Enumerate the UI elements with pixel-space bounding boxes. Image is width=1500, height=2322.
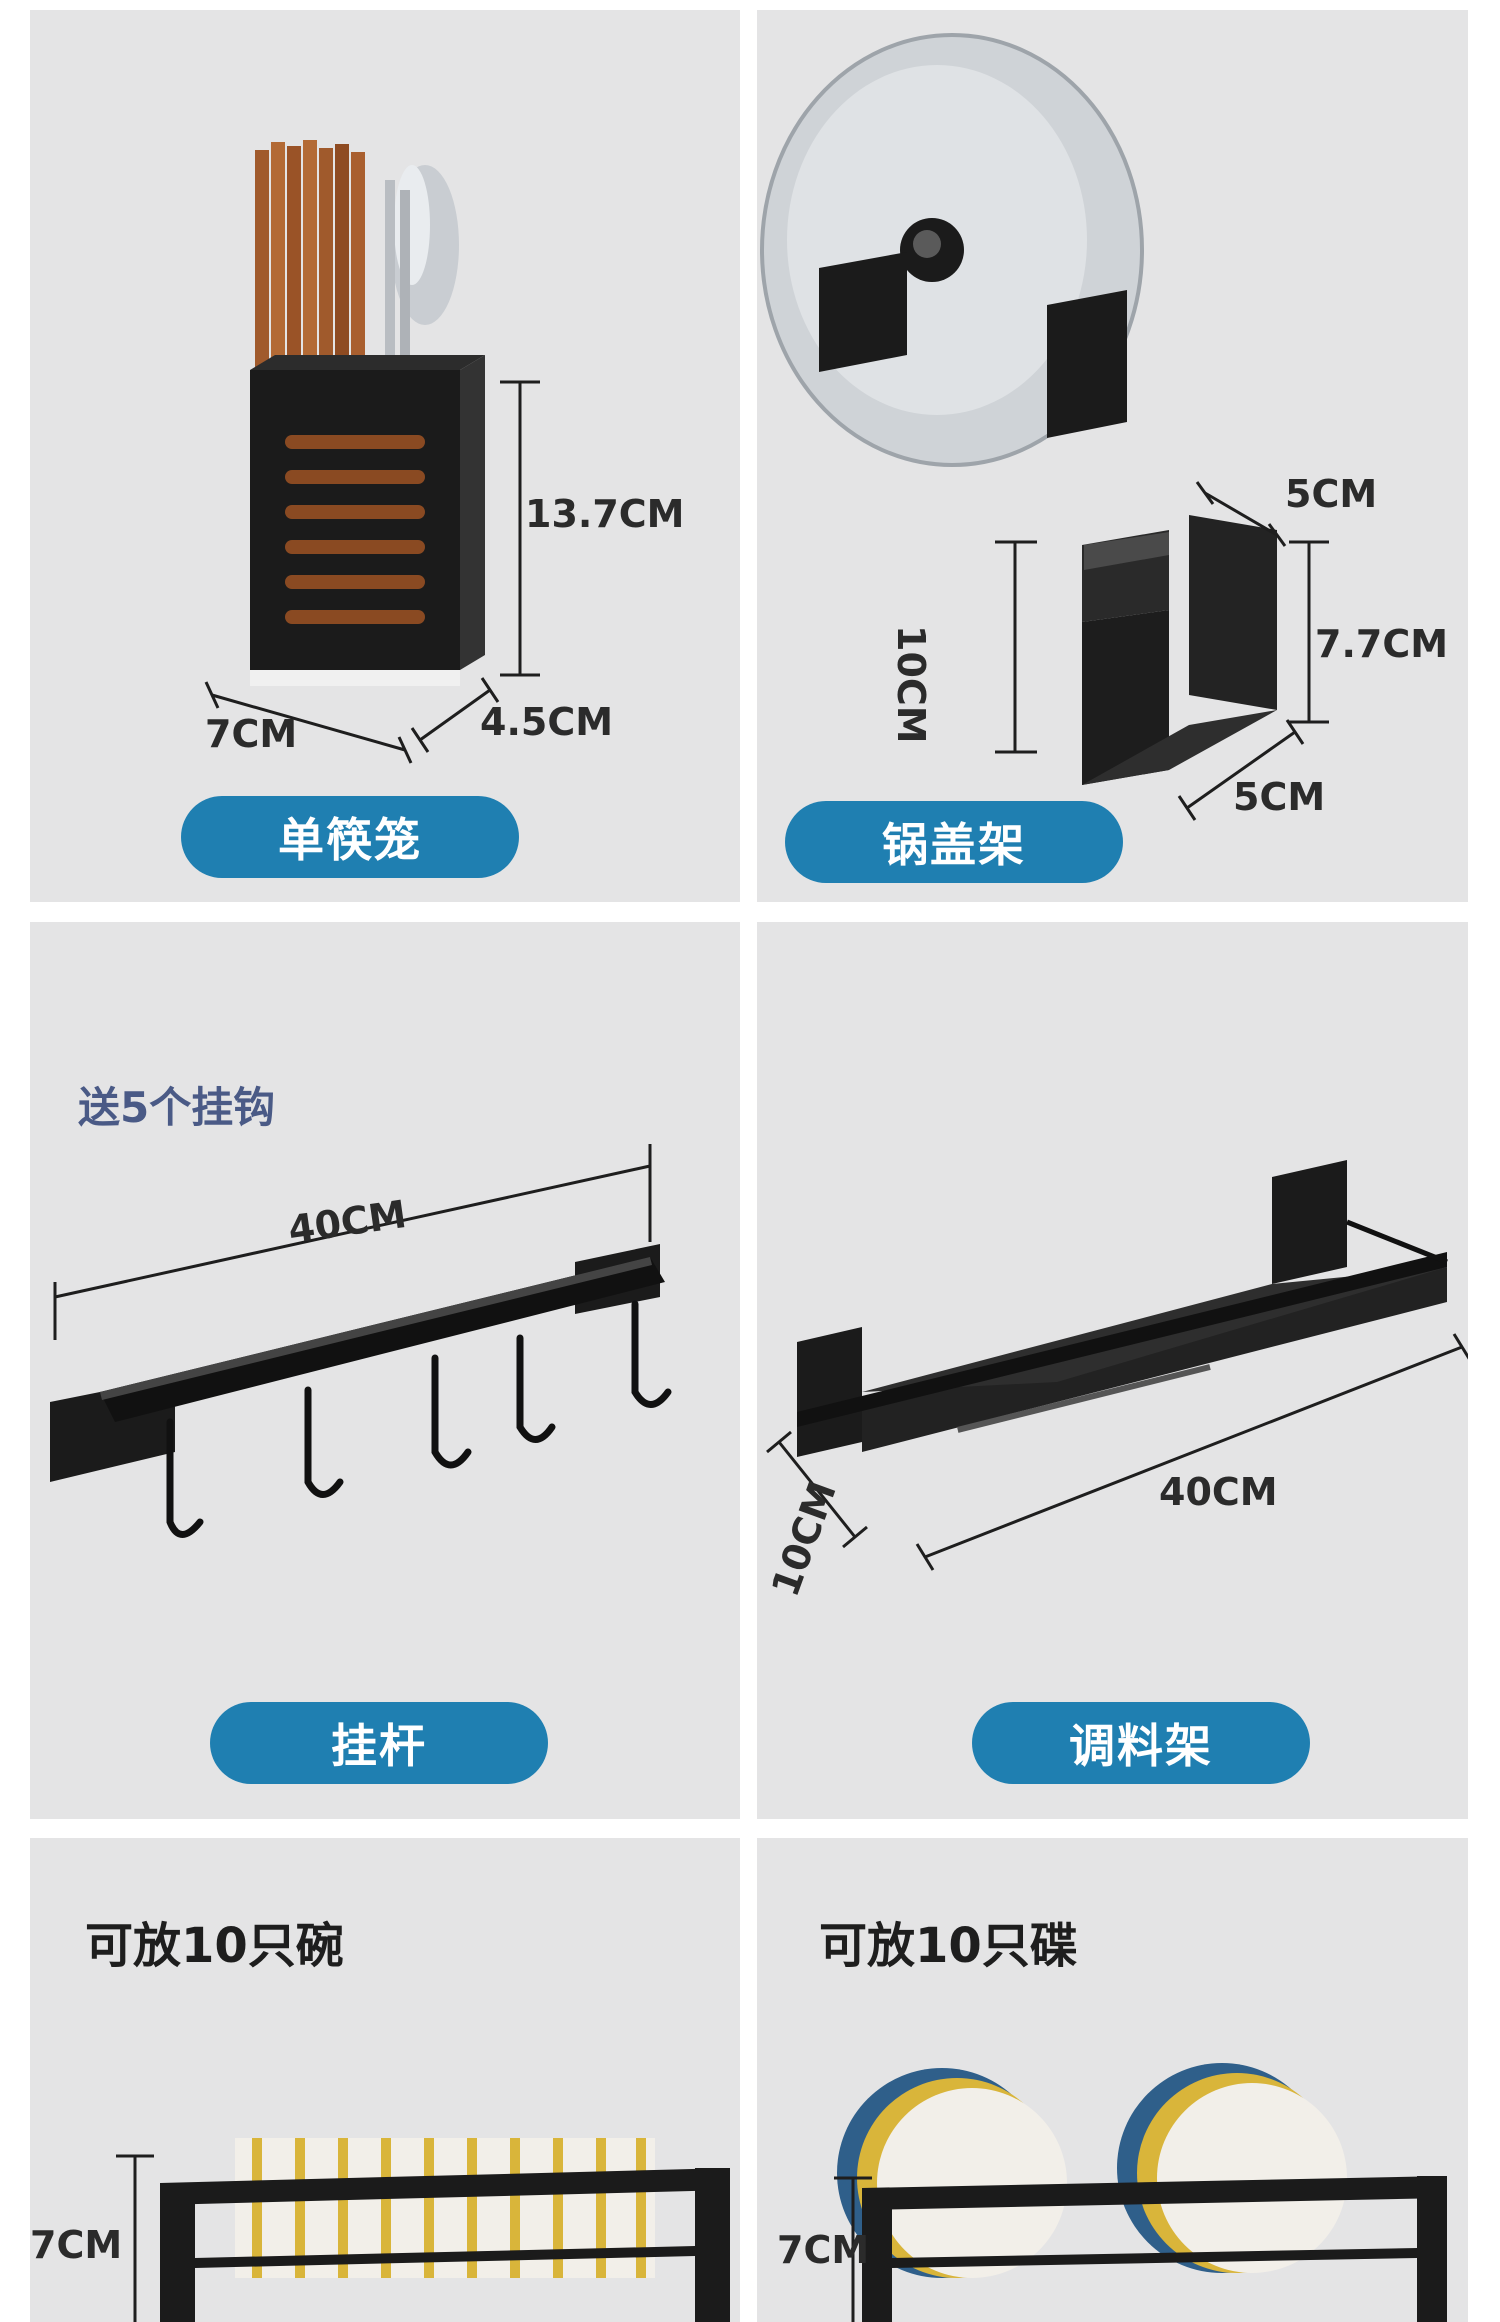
- right-height-dimension-label: 7.7CM: [1315, 622, 1449, 666]
- capacity-note: 可放10只碗: [85, 1918, 344, 1974]
- product-panel-spice-rack: 10CM 40CM 调料架: [757, 922, 1468, 1819]
- bowl-rack-frame-graphic: [160, 2168, 730, 2322]
- spice-rack-graphic: [797, 1160, 1448, 1457]
- dimension-lines: [834, 2176, 872, 2322]
- chopsticks-graphic: [255, 140, 365, 400]
- rod-graphic: [50, 1244, 665, 1482]
- height-dimension-label: 13.7CM: [525, 492, 685, 536]
- bracket-graphic: [1082, 515, 1277, 785]
- dimension-lines: [53, 1144, 652, 1340]
- height-dimension-label: 7CM: [777, 2228, 870, 2272]
- product-panel-hanging-rod: 送5个挂钩 40CM 挂杆: [30, 922, 740, 1819]
- plate-rack-illustration: [834, 2063, 1447, 2322]
- capacity-note: 可放10只碟: [819, 1918, 1078, 1974]
- holder-body-graphic: [250, 355, 485, 686]
- depth-dimension-label: 4.5CM: [480, 700, 614, 744]
- lid-rack-illustration: [760, 33, 1329, 821]
- chopstick-holder-illustration: [204, 140, 540, 764]
- product-name-badge: 锅盖架: [785, 801, 1123, 883]
- lid-holder-graphic: [819, 252, 1127, 438]
- dimension-lines: [204, 380, 540, 764]
- product-name-badge: 挂杆: [210, 1702, 548, 1784]
- width-dimension-label: 7CM: [205, 712, 298, 756]
- length-dimension-label: 40CM: [1159, 1470, 1278, 1514]
- bowl-rack-illustration: [116, 2138, 730, 2322]
- product-panel-lid-rack: 5CM 10CM 7.7CM 5CM 锅盖架: [757, 10, 1468, 902]
- hanging-rod-illustration: [50, 1144, 672, 1538]
- dimension-lines: [766, 1333, 1468, 1571]
- plates-graphic: [837, 2063, 1347, 2278]
- top-width-dimension-label: 5CM: [1285, 472, 1378, 516]
- dimension-lines: [116, 2154, 154, 2322]
- dimension-lines: [995, 481, 1329, 821]
- product-panel-plate-rack: 可放10只碟 7CM: [757, 1838, 1468, 2322]
- product-panel-chopstick-holder: 13.7CM 7CM 4.5CM 单筷笼: [30, 10, 740, 902]
- cutlery-graphic: [385, 165, 459, 380]
- plate-rack-frame-graphic: [862, 2176, 1447, 2322]
- bottom-width-dimension-label: 5CM: [1233, 775, 1326, 819]
- left-height-dimension-label: 10CM: [889, 625, 933, 744]
- product-name-badge: 单筷笼: [181, 796, 519, 878]
- hook-bonus-note: 送5个挂钩: [78, 1083, 276, 1132]
- hooks-graphic: [166, 1300, 672, 1538]
- height-dimension-label: 7CM: [30, 2223, 123, 2267]
- product-panel-bowl-rack: 可放10只碗 7CM: [30, 1838, 740, 2322]
- spice-rack-illustration: [766, 1160, 1468, 1571]
- product-name-badge: 调料架: [972, 1702, 1310, 1784]
